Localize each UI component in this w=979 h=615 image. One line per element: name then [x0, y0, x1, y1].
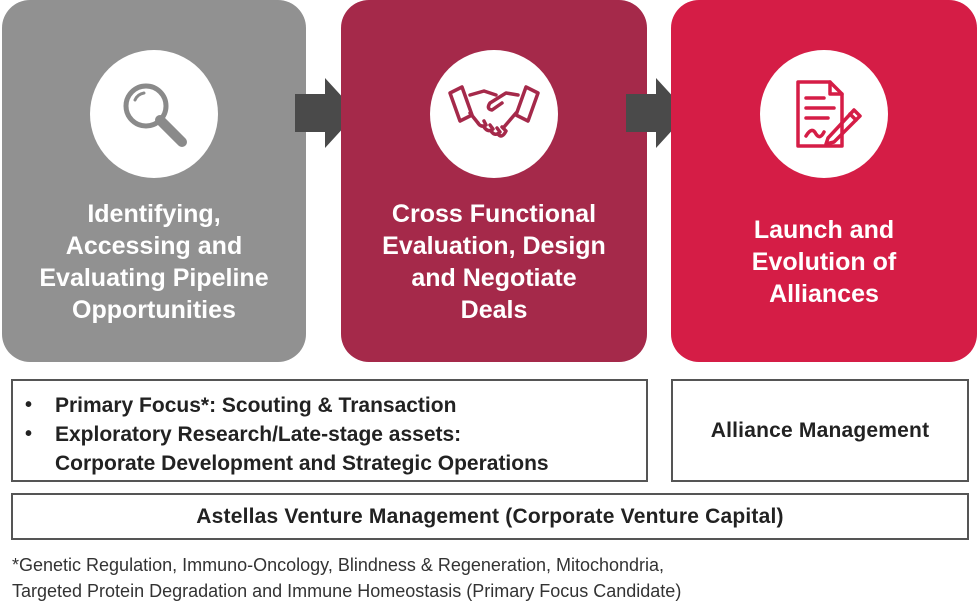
- alliance-management-box: Alliance Management: [671, 379, 969, 482]
- icon-circle: [760, 50, 888, 178]
- magnifying-glass-icon: [123, 83, 187, 147]
- venture-management-label: Astellas Venture Management (Corporate V…: [196, 504, 784, 528]
- list-item: •Exploratory Research/Late-stage assets:…: [25, 423, 549, 475]
- stage-title: Identifying, Accessing and Evaluating Pi…: [39, 200, 269, 324]
- bullet-text: Exploratory Research/Late-stage assets: …: [55, 423, 549, 475]
- alliance-management-label: Alliance Management: [710, 418, 930, 442]
- stage-evaluation: Cross Functional Evaluation, Design and …: [341, 0, 647, 362]
- stage-identifying: Identifying, Accessing and Evaluating Pi…: [2, 0, 306, 362]
- handshake-icon: [448, 85, 540, 138]
- bullet-text: Primary Focus*: Scouting & Transaction: [55, 394, 457, 417]
- signed-document-icon: [796, 80, 862, 148]
- stage-launch: Launch and Evolution of Alliances: [671, 0, 977, 362]
- icon-circle: [90, 50, 218, 178]
- list-item: •Primary Focus*: Scouting & Transaction: [25, 394, 457, 417]
- venture-management-box: Astellas Venture Management (Corporate V…: [11, 493, 969, 540]
- stage-title: Cross Functional Evaluation, Design and …: [382, 200, 606, 324]
- bullet-list: •Primary Focus*: Scouting & Transaction …: [13, 381, 646, 478]
- arrow-right-icon: [295, 78, 357, 148]
- arrow-right-icon: [626, 78, 688, 148]
- footnote: *Genetic Regulation, Immuno-Oncology, Bl…: [12, 555, 682, 601]
- stage-title: Launch and Evolution of Alliances: [751, 216, 897, 308]
- primary-focus-box: •Primary Focus*: Scouting & Transaction …: [11, 379, 648, 482]
- icon-circle: [430, 50, 558, 178]
